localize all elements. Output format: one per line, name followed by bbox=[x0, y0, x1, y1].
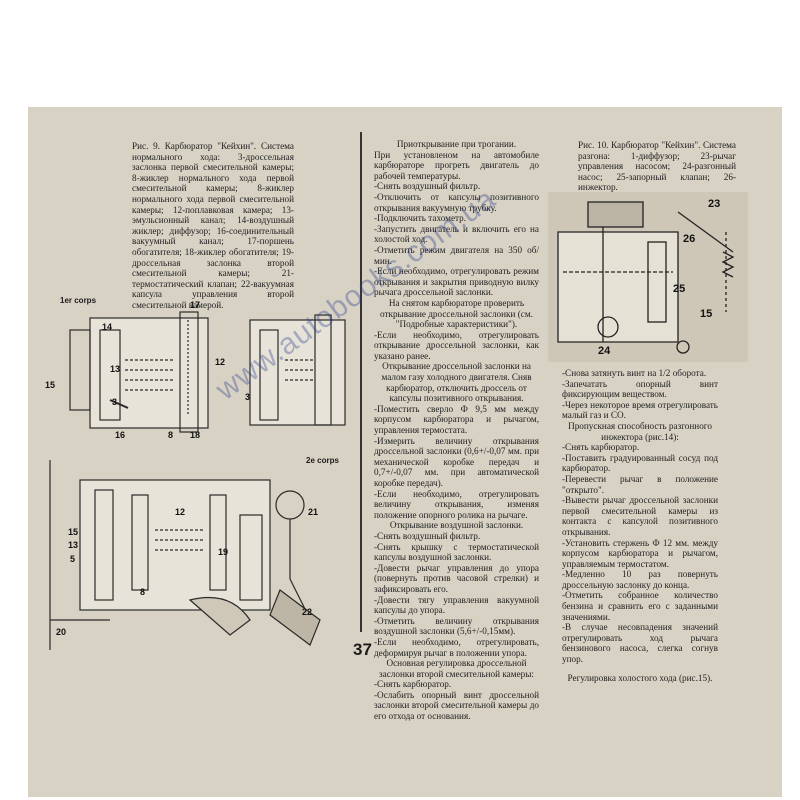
corps2-label: 2e corps bbox=[306, 456, 339, 465]
fig9-label: 13 bbox=[110, 364, 120, 374]
fig10-label: 23 bbox=[708, 198, 720, 210]
fig9-label: 19 bbox=[218, 547, 228, 557]
fig10-label: 15 bbox=[700, 308, 712, 320]
fig9-label: 14 bbox=[102, 322, 112, 332]
fig9-label: 15 bbox=[68, 527, 78, 537]
fig10-label: 25 bbox=[673, 283, 685, 295]
fig9-label: 8 bbox=[168, 430, 173, 440]
fig9-label: 18 bbox=[190, 430, 200, 440]
fig10-caption: Рис. 10. Карбюратор "Кейхин". Система ра… bbox=[578, 140, 736, 193]
fig9-label: 17 bbox=[190, 300, 200, 310]
corps1-label: 1er corps bbox=[60, 296, 97, 305]
fig9-label: 12 bbox=[175, 507, 185, 517]
fig10-label: 26 bbox=[683, 233, 695, 245]
fig9-label: 5 bbox=[70, 554, 75, 564]
fig9-label: 16 bbox=[115, 430, 125, 440]
fig9-label: 8 bbox=[140, 587, 145, 597]
fig9-label: 21 bbox=[308, 507, 318, 517]
column-rule bbox=[360, 132, 362, 632]
fig9-caption: Рис. 9. Карбюратор "Кейхин". Система нор… bbox=[132, 141, 294, 310]
column-3-text: -Снова затянуть винт на 1/2 оборота. -За… bbox=[562, 368, 718, 683]
fig9-label: 3 bbox=[112, 397, 117, 407]
fig9-label: 12 bbox=[215, 357, 225, 367]
column-2-text: Приоткрывание при трогании. При установл… bbox=[374, 139, 539, 722]
fig9-label: 20 bbox=[56, 627, 66, 637]
fig10-diagram: 23 26 25 15 24 bbox=[548, 192, 748, 362]
fig9-label: 22 bbox=[302, 607, 312, 617]
fig9-label: 15 bbox=[45, 380, 55, 390]
fig10-label: 24 bbox=[598, 345, 611, 357]
fig9-label: 13 bbox=[68, 540, 78, 550]
fig9-diagram: 14 13 15 3 16 17 12 8 18 3 21 12 15 13 5… bbox=[45, 300, 346, 650]
page-number: 37 bbox=[353, 640, 372, 659]
fig9-label: 3 bbox=[245, 392, 250, 402]
